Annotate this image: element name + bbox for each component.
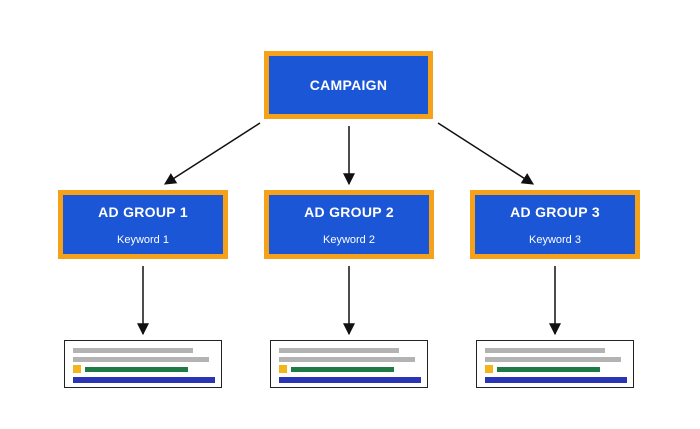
ad-group-1-box: AD GROUP 1 Keyword 1 [58, 190, 228, 259]
ad-preview-3 [476, 340, 634, 388]
ad-group-2-keyword: Keyword 2 [323, 233, 375, 246]
arrow-campaign-to-group-1 [163, 122, 261, 185]
campaign-box: CAMPAIGN [264, 51, 433, 119]
ad-description-line [485, 357, 621, 362]
ad-group-1-title: AD GROUP 1 [98, 203, 188, 220]
ad-preview-1 [64, 340, 222, 388]
ad-description-line [279, 357, 415, 362]
ad-link-bar [279, 377, 421, 383]
ad-url-line [497, 367, 600, 372]
ad-description-line [73, 357, 209, 362]
ad-link-bar [73, 377, 215, 383]
ad-headline-line [485, 348, 605, 353]
campaign-title: CAMPAIGN [309, 77, 388, 93]
ad-link-bar [485, 377, 627, 383]
ad-group-2-title: AD GROUP 2 [304, 203, 394, 220]
ad-url-line [85, 367, 188, 372]
ad-group-1-keyword: Keyword 1 [117, 233, 169, 246]
ad-group-3-box: AD GROUP 3 Keyword 3 [470, 190, 640, 259]
ad-headline-line [279, 348, 399, 353]
ad-label-badge [279, 365, 287, 373]
ad-url-line [291, 367, 394, 372]
arrow-campaign-to-group-3 [437, 122, 535, 185]
ad-group-2-box: AD GROUP 2 Keyword 2 [264, 190, 434, 259]
ad-group-3-title: AD GROUP 3 [510, 203, 600, 220]
ad-headline-line [73, 348, 193, 353]
ad-group-3-keyword: Keyword 3 [529, 233, 581, 246]
ad-label-badge [73, 365, 81, 373]
ad-label-badge [485, 365, 493, 373]
ad-preview-2 [270, 340, 428, 388]
